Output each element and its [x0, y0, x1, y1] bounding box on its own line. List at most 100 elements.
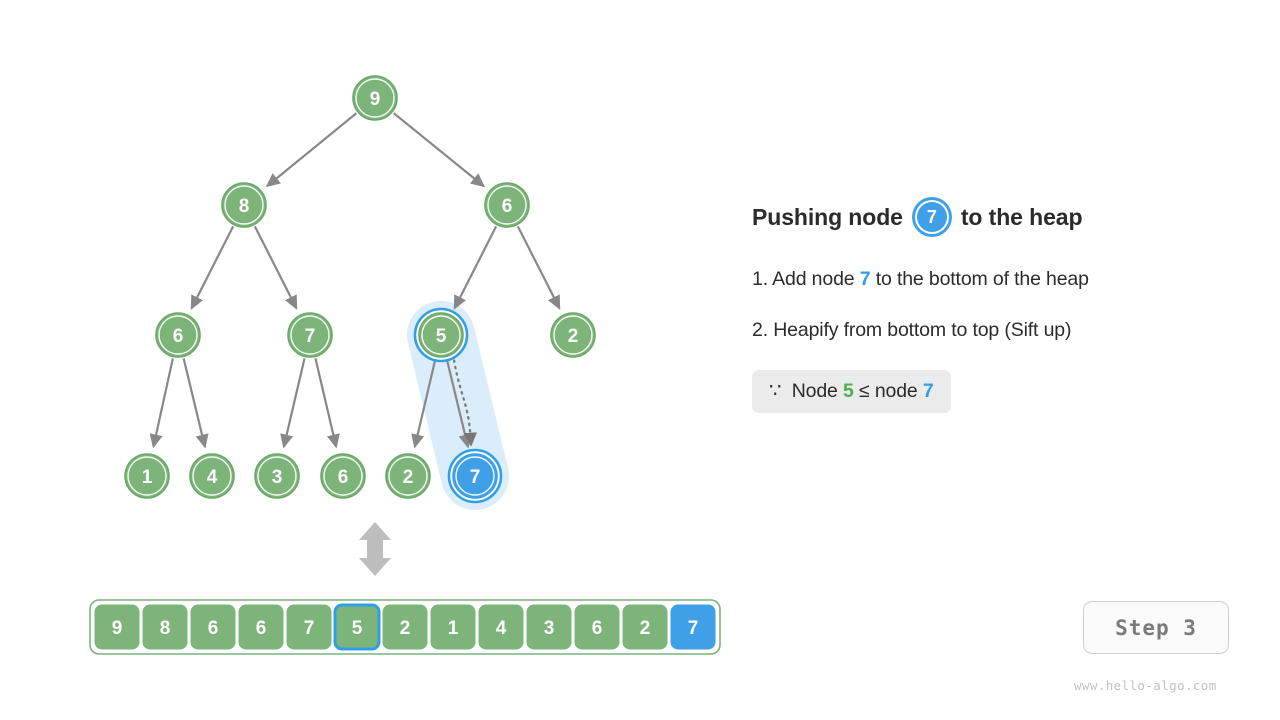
array-cell-11[interactable]: 2 [622, 604, 668, 650]
tree-node-6-n3[interactable]: 6 [155, 312, 201, 358]
tree-edge [149, 358, 174, 449]
title-node-chip: 7 [914, 200, 949, 234]
array-cell-5[interactable]: 5 [333, 603, 381, 651]
tree-node-6-n10[interactable]: 6 [320, 453, 366, 499]
array-cell-box [478, 604, 524, 650]
array-cell-1[interactable]: 8 [142, 604, 188, 650]
tree-node-6-n2[interactable]: 6 [484, 182, 530, 228]
step-1-number: 1. [752, 268, 768, 290]
tree-edge [445, 358, 472, 449]
array-cell-7[interactable]: 1 [430, 604, 476, 650]
array-cell-6[interactable]: 2 [382, 604, 428, 650]
tree-edge [453, 225, 498, 310]
tree-node-2-n6[interactable]: 2 [550, 312, 596, 358]
array-cell-value: 1 [448, 618, 459, 639]
node-value: 6 [173, 326, 184, 347]
array-cell-value: 8 [160, 618, 171, 639]
sift-up-compare-arrow [451, 352, 478, 447]
node-value: 6 [338, 467, 349, 488]
tree-edge [182, 358, 209, 449]
array-cell-2[interactable]: 6 [190, 604, 236, 650]
node-value: 6 [502, 196, 513, 217]
array-cell-value: 9 [112, 618, 123, 639]
step-2-number: 2. [752, 319, 768, 341]
compare-arrow [451, 352, 478, 447]
tree-node-2-n11[interactable]: 2 [385, 453, 431, 499]
tree-node-9-n0[interactable]: 9 [352, 75, 398, 121]
step-1-value: 7 [859, 268, 871, 290]
reason-operator: ≤ [859, 380, 870, 402]
array-cell-value: 6 [208, 618, 219, 639]
node-inner-ring [455, 456, 495, 496]
tree-edge [265, 112, 358, 188]
node-circle [254, 453, 300, 499]
tree-edges [149, 112, 561, 449]
node-value: 8 [239, 196, 250, 217]
tree-nodes: 9 8 6 6 7 5 2 1 4 3 6 2 7 [124, 75, 596, 504]
node-value: 9 [370, 89, 381, 110]
step-2-text: Heapify from bottom to top (Sift up) [773, 319, 1072, 341]
node-inner-ring [388, 456, 428, 496]
double-arrow-vertical-icon [359, 522, 391, 576]
tree-node-3-n9[interactable]: 3 [254, 453, 300, 499]
reason-middle: node [874, 380, 918, 402]
title-suffix: to the heap [960, 203, 1083, 230]
node-value: 4 [207, 467, 218, 488]
step-line-2: 2. Heapify from bottom to top (Sift up) [752, 319, 1252, 342]
array-cell-box [670, 604, 716, 650]
node-inner-ring [290, 315, 330, 355]
step-1-before: Add node [772, 268, 855, 290]
node-value: 2 [568, 326, 579, 347]
node-circle [452, 453, 498, 499]
array-cell-value: 7 [304, 618, 315, 639]
array-cell-box [526, 604, 572, 650]
array-cell-value: 5 [352, 618, 363, 639]
page-title: Pushing node 7 to the heap [752, 200, 1252, 234]
array-cell-8[interactable]: 4 [478, 604, 524, 650]
node-inner-ring [487, 185, 527, 225]
explanation-panel: Pushing node 7 to the heap 1. Add node 7… [752, 200, 1252, 413]
array-cell-box [430, 604, 476, 650]
array-cell-4[interactable]: 7 [286, 604, 332, 650]
node-value: 5 [436, 326, 447, 347]
tree-node-5-n5[interactable]: 5 [413, 307, 469, 363]
node-inner-ring [127, 456, 167, 496]
tree-edge [392, 112, 486, 188]
array-cell-3[interactable]: 6 [238, 604, 284, 650]
array-cell-box [382, 604, 428, 650]
node-highlight-ring [413, 307, 469, 363]
node-value: 7 [305, 326, 316, 347]
node-circle [385, 453, 431, 499]
array-cell-10[interactable]: 6 [574, 604, 620, 650]
node-inner-ring [158, 315, 198, 355]
node-inner-ring [257, 456, 297, 496]
array-cell-box [286, 604, 332, 650]
tree-edge [314, 358, 340, 449]
tree-edge [190, 225, 235, 310]
node-circle [287, 312, 333, 358]
array-cell-box [333, 603, 381, 651]
array-cell-0[interactable]: 9 [94, 604, 140, 650]
node-inner-ring [553, 315, 593, 355]
node-inner-ring [192, 456, 232, 496]
tree-node-7-n4[interactable]: 7 [287, 312, 333, 358]
array-cell-12[interactable]: 7 [670, 604, 716, 650]
tree-edge [516, 225, 561, 310]
tree-node-1-n7[interactable]: 1 [124, 453, 170, 499]
tree-edge [411, 358, 437, 449]
tree-node-8-n1[interactable]: 8 [221, 182, 267, 228]
tree-node-4-n8[interactable]: 4 [189, 453, 235, 499]
title-prefix: Pushing node [752, 203, 903, 230]
step-line-1: 1. Add node 7 to the bottom of the heap [752, 268, 1252, 291]
reason-right-value: 7 [922, 380, 934, 402]
step-badge: Step 3 [1083, 601, 1229, 654]
array-cell-box [622, 604, 668, 650]
reason-left-value: 5 [843, 380, 854, 402]
array-cell-9[interactable]: 3 [526, 604, 572, 650]
tree-node-7-n12[interactable]: 7 [447, 448, 503, 504]
node-circle [320, 453, 366, 499]
node-value: 7 [470, 467, 481, 488]
tree-edge [253, 225, 298, 310]
